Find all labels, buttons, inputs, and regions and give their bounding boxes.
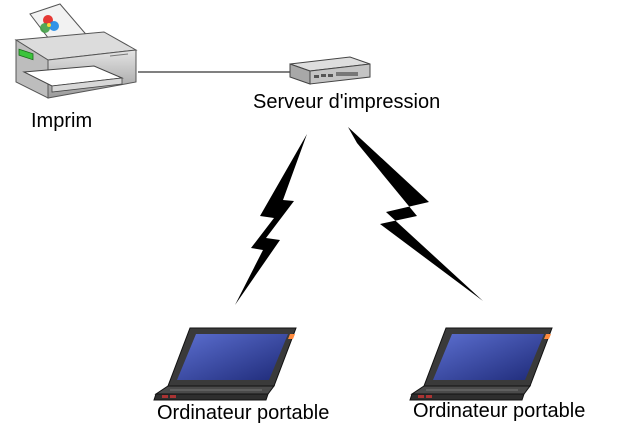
print-server-icon: [289, 56, 371, 85]
laptop-icon: [409, 327, 553, 401]
printer-icon: [14, 3, 138, 99]
wireless-link-right: [348, 127, 483, 301]
wireless-link-left: [235, 134, 307, 305]
print-server-label: Serveur d'impression: [253, 91, 441, 113]
printer-label: Imprim: [31, 110, 93, 132]
laptop-icon: [153, 327, 297, 401]
laptop-label-2: Ordinateur portable: [413, 400, 586, 422]
laptop-label-1: Ordinateur portable: [157, 402, 330, 424]
